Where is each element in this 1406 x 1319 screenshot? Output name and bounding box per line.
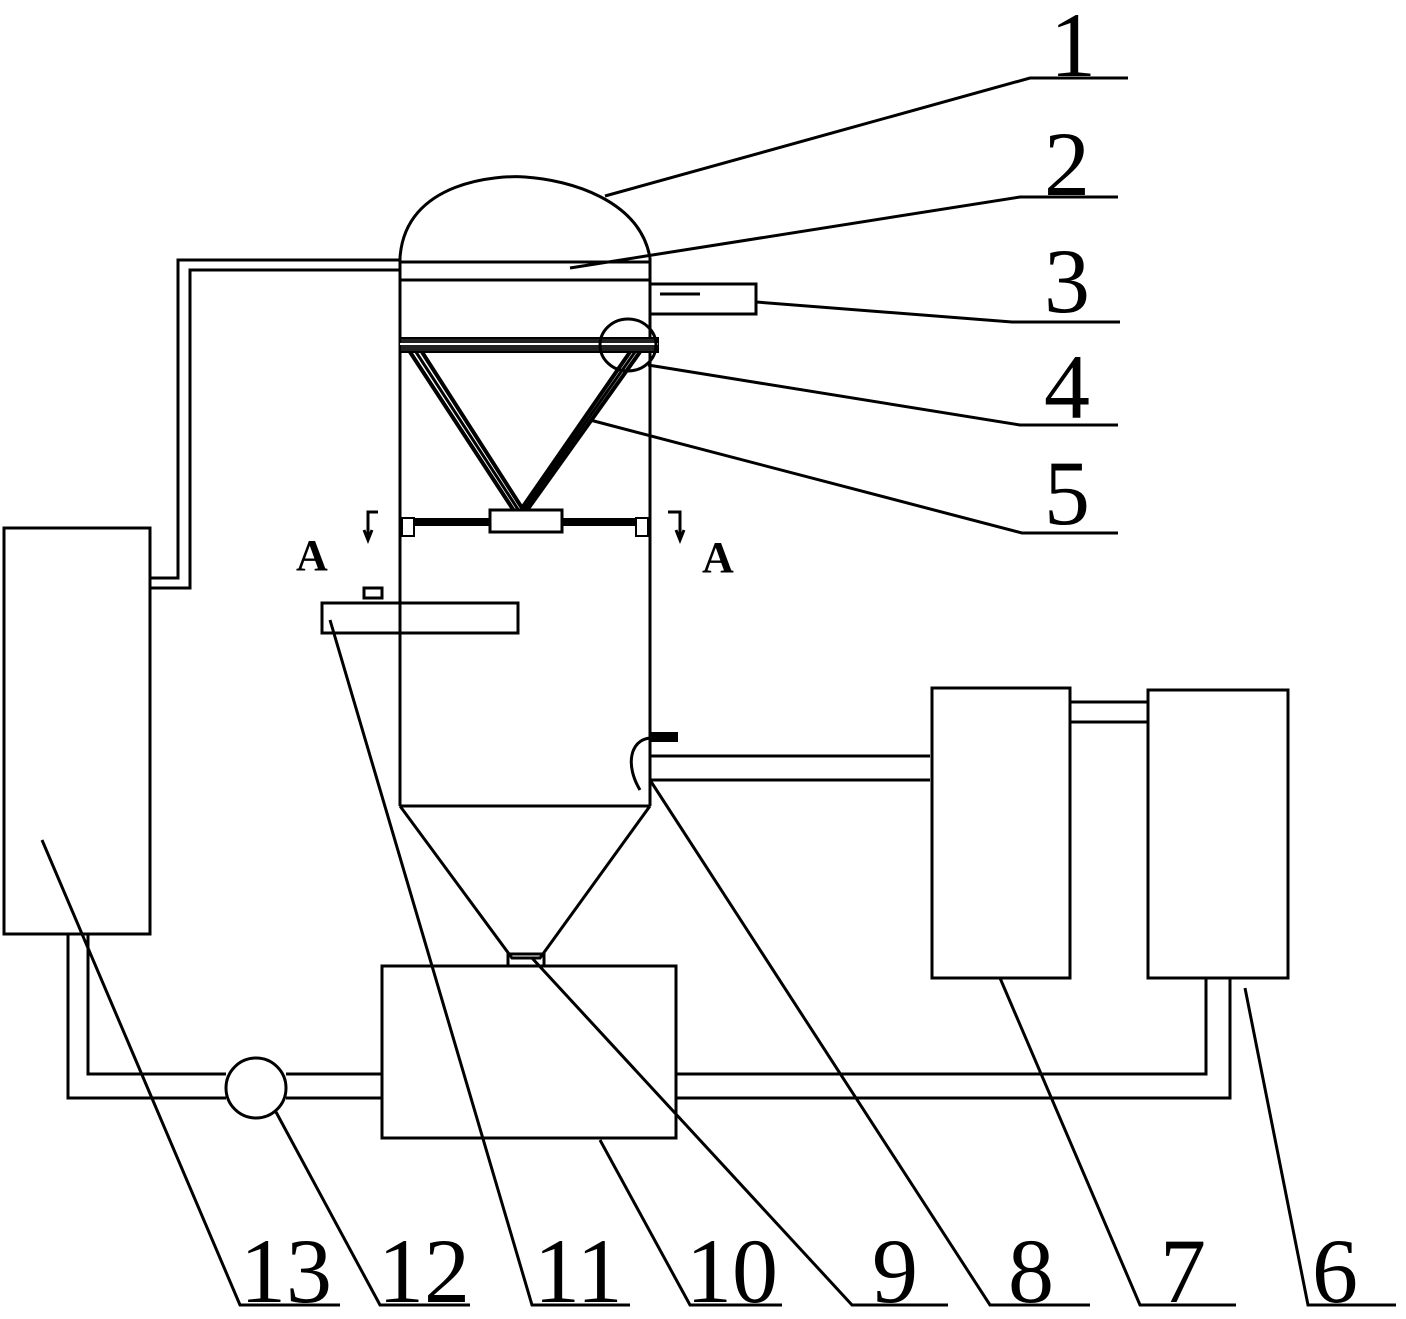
label-1: 1 bbox=[1050, 0, 1096, 96]
leaders-bottom bbox=[40, 619, 1396, 1307]
section-plate bbox=[362, 508, 686, 545]
label-5: 5 bbox=[1044, 442, 1090, 544]
gas-inlet bbox=[629, 732, 930, 791]
label-2: 2 bbox=[1044, 113, 1090, 215]
top-return-pipe-inner bbox=[150, 258, 400, 580]
label-12: 12 bbox=[378, 1220, 470, 1319]
distributor-plate bbox=[399, 317, 659, 373]
section-label-right: A bbox=[702, 533, 734, 582]
side-outlet bbox=[648, 282, 758, 316]
label-10: 10 bbox=[686, 1220, 778, 1319]
label-4: 4 bbox=[1044, 336, 1090, 438]
label-13: 13 bbox=[240, 1220, 332, 1319]
tank-6 bbox=[1146, 688, 1290, 980]
label-3: 3 bbox=[1044, 230, 1090, 332]
pump bbox=[224, 1056, 288, 1120]
bottom-tank bbox=[380, 964, 678, 1140]
conical-funnel bbox=[408, 350, 642, 524]
section-label-left: A bbox=[296, 531, 328, 580]
feed-inlet bbox=[320, 586, 520, 635]
leaders-right bbox=[569, 76, 1128, 535]
bottom-piping bbox=[66, 934, 1232, 1120]
top-return-pipe-outer bbox=[150, 268, 400, 590]
bottom-port bbox=[506, 952, 546, 968]
left-tank bbox=[2, 526, 152, 936]
label-6: 6 bbox=[1312, 1220, 1358, 1319]
label-8: 8 bbox=[1008, 1220, 1054, 1319]
bottom-cone bbox=[398, 805, 652, 960]
label-7: 7 bbox=[1160, 1220, 1206, 1319]
tank-7 bbox=[930, 686, 1072, 980]
label-11: 11 bbox=[534, 1220, 623, 1319]
dome-top bbox=[398, 175, 652, 259]
reactor-column bbox=[398, 175, 652, 960]
label-9: 9 bbox=[872, 1220, 918, 1319]
